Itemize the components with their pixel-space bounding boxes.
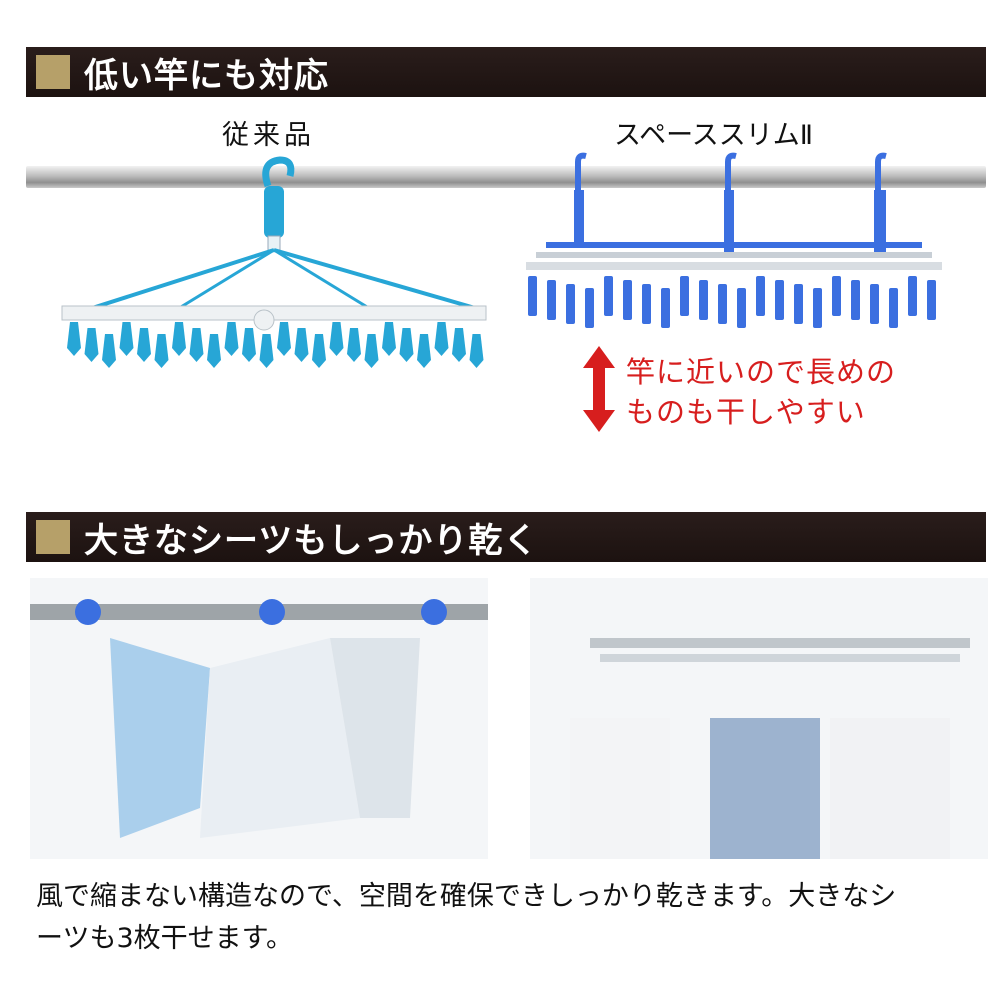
- clothespin-icon: [242, 328, 256, 362]
- hanger-comparison-illustration: [61, 152, 942, 368]
- clothespin-icon: [294, 328, 309, 362]
- section-title: 大きなシーツもしっかり乾く: [84, 520, 539, 561]
- clothespin-icon: [851, 280, 860, 320]
- clothespin-icon: [469, 334, 484, 368]
- banner-square-icon: [36, 520, 70, 554]
- clothespin-icon: [417, 334, 431, 368]
- low-pole-note: 竿に近いので長めの ものも干しやすい: [626, 352, 896, 432]
- conventional-hanger-icon: [61, 156, 487, 368]
- clothespin-icon: [889, 288, 898, 328]
- clothespin-icon: [642, 284, 651, 324]
- section-banner-sheets: 大きなシーツもしっかり乾く: [26, 512, 986, 562]
- clothespin-icon: [680, 276, 689, 316]
- clothespin-icon: [329, 322, 344, 356]
- clothespin-icon: [259, 334, 274, 368]
- product-label: スペーススリムⅡ: [614, 120, 814, 151]
- clothespin-icon: [154, 334, 169, 368]
- clothespin-icon: [347, 328, 361, 362]
- clothespin-icon: [566, 284, 575, 324]
- section-banner-low-pole: 低い竿にも対応: [26, 47, 986, 97]
- clothespin-icon: [434, 322, 449, 356]
- clothespin-icon: [189, 328, 204, 362]
- clothespin-icon: [699, 280, 708, 320]
- caption-line-1: 風で縮まない構造なので、空間を確保できしっかり乾きます。大きなシ: [36, 881, 897, 912]
- clothespin-icon: [737, 288, 746, 328]
- clothespin-icon: [528, 276, 537, 316]
- clothespin-icon: [382, 322, 396, 356]
- clothespin-icon: [119, 322, 134, 356]
- clothespin-icon: [927, 280, 936, 320]
- clothespin-icon: [364, 334, 379, 368]
- clothespin-icon: [277, 322, 291, 356]
- clothespin-icon: [224, 322, 239, 356]
- clothespin-icon: [207, 334, 221, 368]
- clothespin-icon: [172, 322, 186, 356]
- clothespin-icon: [908, 276, 917, 316]
- clothespin-icon: [102, 334, 116, 368]
- sheets-hanging-photo: [530, 578, 988, 859]
- note-line-1: 竿に近いので長めの: [626, 355, 897, 389]
- banner-square-icon: [36, 55, 70, 89]
- clothespin-icon: [661, 288, 670, 328]
- clothespin-icon: [547, 280, 556, 320]
- clothespin-icon: [137, 328, 151, 362]
- clothespin-icon: [585, 288, 594, 328]
- clothespin-icon: [67, 322, 81, 356]
- clothespin-icon: [604, 276, 613, 316]
- clothespin-icon: [794, 284, 803, 324]
- conventional-label: 従来品: [222, 120, 315, 151]
- clothespin-icon: [775, 280, 784, 320]
- clothespin-icon: [718, 284, 727, 324]
- clothespin-icon: [870, 284, 879, 324]
- note-line-2: ものも干しやすい: [626, 395, 866, 429]
- caption-line-2: ーツも3枚干せます。: [36, 923, 293, 954]
- clothespin-icon: [813, 288, 822, 328]
- product-hanger-icon: [526, 152, 942, 328]
- description-caption: 風で縮まない構造なので、空間を確保できしっかり乾きます。大きなシ ーツも3枚干せ…: [36, 876, 976, 960]
- clothespin-icon: [399, 328, 414, 362]
- section-title: 低い竿にも対応: [84, 55, 329, 96]
- clothespin-icon: [623, 280, 632, 320]
- clothespin-icon: [452, 328, 466, 362]
- up-down-arrow-icon: [583, 346, 615, 432]
- clothespin-icon: [832, 276, 841, 316]
- clothespin-icon: [312, 334, 326, 368]
- clothespin-icon: [84, 328, 99, 362]
- sheet-lattice-photo: [30, 578, 488, 859]
- clothespin-icon: [756, 276, 765, 316]
